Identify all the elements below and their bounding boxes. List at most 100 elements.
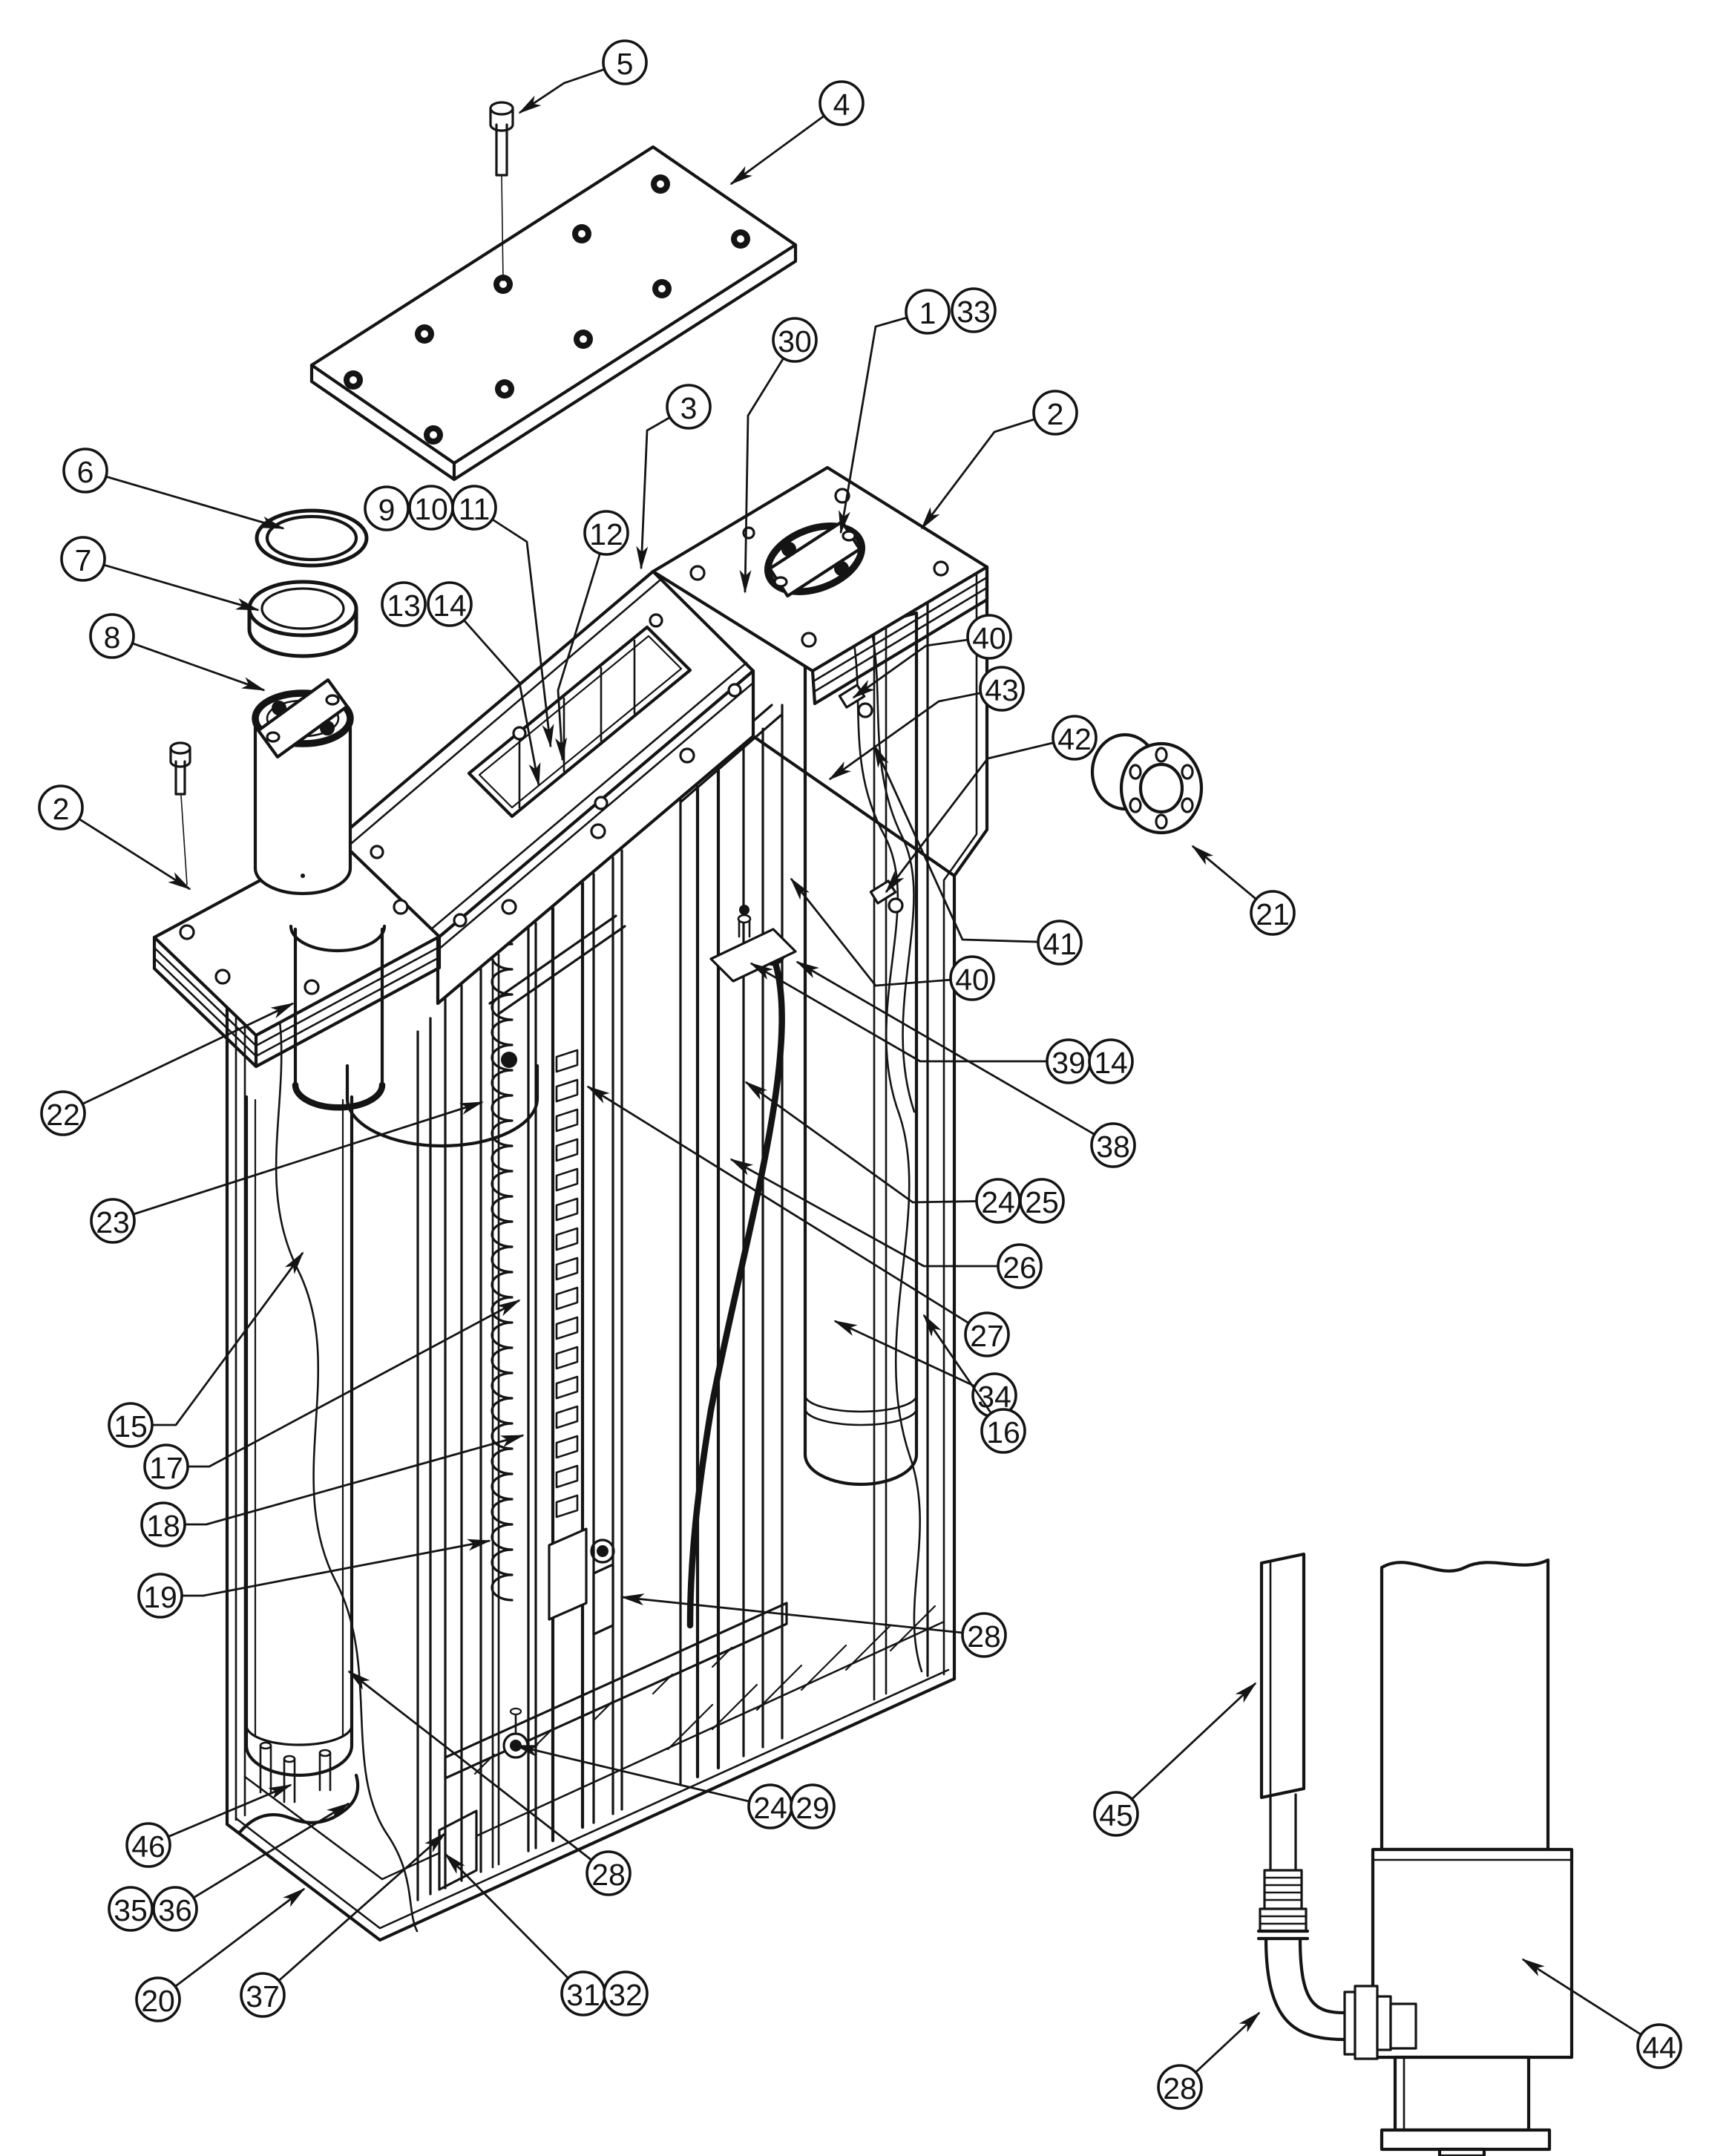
balloon-circle	[1636, 2023, 1682, 2069]
callout-24: 24	[514, 1744, 793, 1829]
leader-line	[62, 1002, 295, 1115]
balloon-circle	[62, 448, 108, 494]
callout-2: 2	[920, 390, 1078, 530]
callout-13: 13	[381, 581, 427, 627]
callout-22: 22	[40, 1002, 295, 1136]
balloon-number: 12	[589, 517, 623, 551]
balloon-number: 40	[972, 621, 1006, 655]
callout-21: 21	[1191, 845, 1296, 936]
balloon-number: 24	[981, 1185, 1015, 1219]
balloon-circle	[966, 614, 1012, 660]
callout-28: 28	[347, 1670, 632, 1896]
balloon-number: 6	[77, 455, 94, 489]
balloon-circle	[772, 317, 818, 363]
capillary-tube	[686, 948, 786, 1629]
callout-8: 8	[89, 613, 266, 692]
callout-9: 9	[364, 485, 410, 531]
braces	[488, 704, 782, 1015]
callout-32: 32	[603, 1970, 649, 2016]
leader-line	[174, 1802, 350, 1910]
leader-line	[636, 405, 689, 570]
callout-25: 25	[1019, 1178, 1065, 1224]
callout-46: 46	[125, 1783, 292, 1868]
bracket-clamp	[709, 905, 797, 983]
balloon-number: 2	[1047, 397, 1064, 431]
balloon-number: 11	[459, 492, 491, 526]
balloon-number: 26	[1003, 1251, 1037, 1285]
balloon-circle	[964, 1311, 1010, 1357]
screw-left	[169, 741, 191, 885]
balloon-circle	[240, 1972, 286, 2018]
balloon-circle	[381, 581, 427, 627]
balloon-number: 14	[433, 589, 467, 623]
balloon-circle	[143, 1444, 189, 1490]
callout-12: 12	[555, 510, 629, 761]
leader-line	[620, 1593, 985, 1636]
balloon-number: 21	[1256, 897, 1290, 931]
balloon-number: 30	[778, 324, 812, 358]
leader-line	[790, 877, 973, 987]
balloon-circle	[1052, 715, 1098, 761]
callout-16: 16	[922, 1314, 1026, 1454]
suction-pipe	[1256, 1552, 1417, 2060]
flange-port	[764, 520, 866, 598]
balloon-circle	[603, 1970, 649, 2016]
leader-line	[347, 1670, 609, 1875]
coil-element	[491, 892, 517, 1602]
callout-5: 5	[518, 39, 648, 114]
callout-17: 17	[143, 1299, 521, 1490]
callout-10: 10	[408, 485, 454, 531]
leader-line	[744, 1081, 999, 1204]
leader-line	[586, 1085, 988, 1336]
balloon-circle	[666, 384, 712, 430]
leader-line	[262, 1832, 447, 1996]
balloon-number: 22	[46, 1098, 80, 1132]
seal-sleeve	[247, 580, 358, 658]
cover-plate-holes	[344, 174, 750, 445]
balloon-number: 15	[114, 1409, 148, 1444]
callout-26: 26	[729, 1158, 1043, 1289]
flange-disc	[1090, 733, 1204, 835]
callout-43: 43	[828, 666, 1025, 781]
leader-line	[1521, 1958, 1660, 2048]
balloon-number: 28	[1163, 2071, 1197, 2106]
balloon-number: 24	[753, 1791, 787, 1825]
callout-2: 2	[38, 784, 191, 891]
header-bolt-holes	[370, 613, 742, 928]
callout-31: 31	[444, 1852, 606, 2016]
callout-29: 29	[790, 1783, 836, 1829]
callout-1: 1	[839, 289, 951, 534]
callout-28: 28	[1157, 2011, 1261, 2110]
callout-38: 38	[796, 960, 1136, 1168]
callout-36: 36	[152, 1802, 350, 1932]
leader-line	[444, 1852, 584, 1994]
balloon-number: 17	[149, 1451, 183, 1485]
balloon-circle	[137, 1573, 183, 1619]
balloon-circle	[90, 1198, 136, 1244]
slotted-bar	[548, 1049, 614, 1636]
balloon-number: 29	[796, 1791, 830, 1825]
balloon-circle	[427, 581, 473, 627]
balloon-number: 43	[985, 673, 1019, 707]
o-ring	[255, 508, 369, 568]
balloon-circle	[364, 485, 410, 531]
balloon-number: 35	[114, 1893, 148, 1927]
coil-crossover	[501, 1052, 517, 1068]
balloon-number: 16	[986, 1415, 1020, 1449]
callout-6: 6	[62, 448, 285, 530]
balloon-number: 19	[143, 1580, 177, 1614]
balloon-circle	[451, 485, 497, 531]
balloon-number: 25	[1025, 1185, 1059, 1219]
callout-23: 23	[90, 1101, 484, 1244]
callout-18: 18	[140, 1434, 525, 1547]
screw-top	[489, 101, 514, 281]
callout-35: 35	[108, 1886, 154, 1932]
balloon-circle	[961, 1612, 1007, 1658]
balloon-circle	[140, 1501, 186, 1547]
balloon-number: 1	[919, 296, 936, 330]
balloon-circle	[1157, 2064, 1203, 2110]
balloon-circle	[89, 613, 135, 659]
balloon-number: 36	[158, 1893, 192, 1927]
balloon-number: 18	[146, 1509, 180, 1543]
